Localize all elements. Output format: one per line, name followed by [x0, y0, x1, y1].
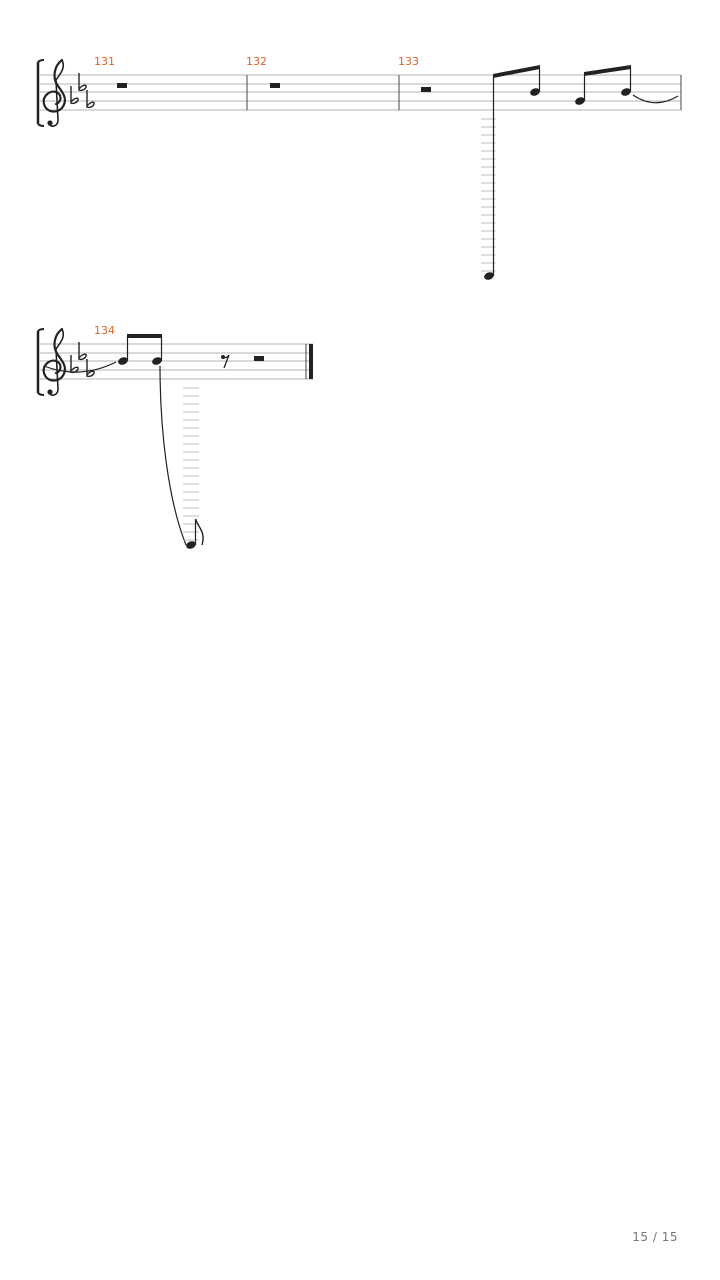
note-head — [118, 357, 128, 365]
ledger-lines — [183, 387, 199, 541]
system-bracket — [36, 328, 45, 396]
note-beam — [584, 65, 631, 76]
tie — [632, 94, 679, 104]
note-flag — [194, 518, 204, 546]
note-head — [152, 357, 162, 365]
staff-lines — [40, 343, 313, 380]
note-head — [621, 88, 631, 96]
note-beam — [127, 334, 162, 338]
staff-lines — [40, 74, 681, 111]
system-1: 131 132 133 — [36, 55, 682, 280]
eighth-rest — [221, 354, 230, 369]
half-rest — [254, 356, 264, 361]
treble-clef-icon — [42, 58, 67, 128]
note-head — [530, 88, 540, 96]
half-rest — [421, 87, 431, 92]
barlines — [246, 75, 682, 110]
half-rest — [270, 83, 280, 88]
note-head — [186, 541, 196, 549]
system-bracket — [36, 59, 45, 127]
system-2: 134 — [36, 324, 313, 549]
final-barline — [305, 344, 313, 379]
treble-clef-icon — [42, 327, 67, 397]
note-beam — [493, 65, 540, 78]
measure-number: 131 — [94, 55, 115, 68]
note-head — [575, 97, 585, 105]
page-indicator: 15 / 15 — [632, 1230, 678, 1244]
note-group-measure-133 — [481, 65, 679, 280]
tie — [43, 361, 117, 373]
slide-line — [159, 365, 187, 546]
half-rest — [117, 83, 127, 88]
measure-number: 133 — [398, 55, 419, 68]
measure-number: 132 — [246, 55, 267, 68]
measure-number: 134 — [94, 324, 115, 337]
note-head — [484, 272, 494, 280]
key-signature-flats — [70, 72, 95, 109]
